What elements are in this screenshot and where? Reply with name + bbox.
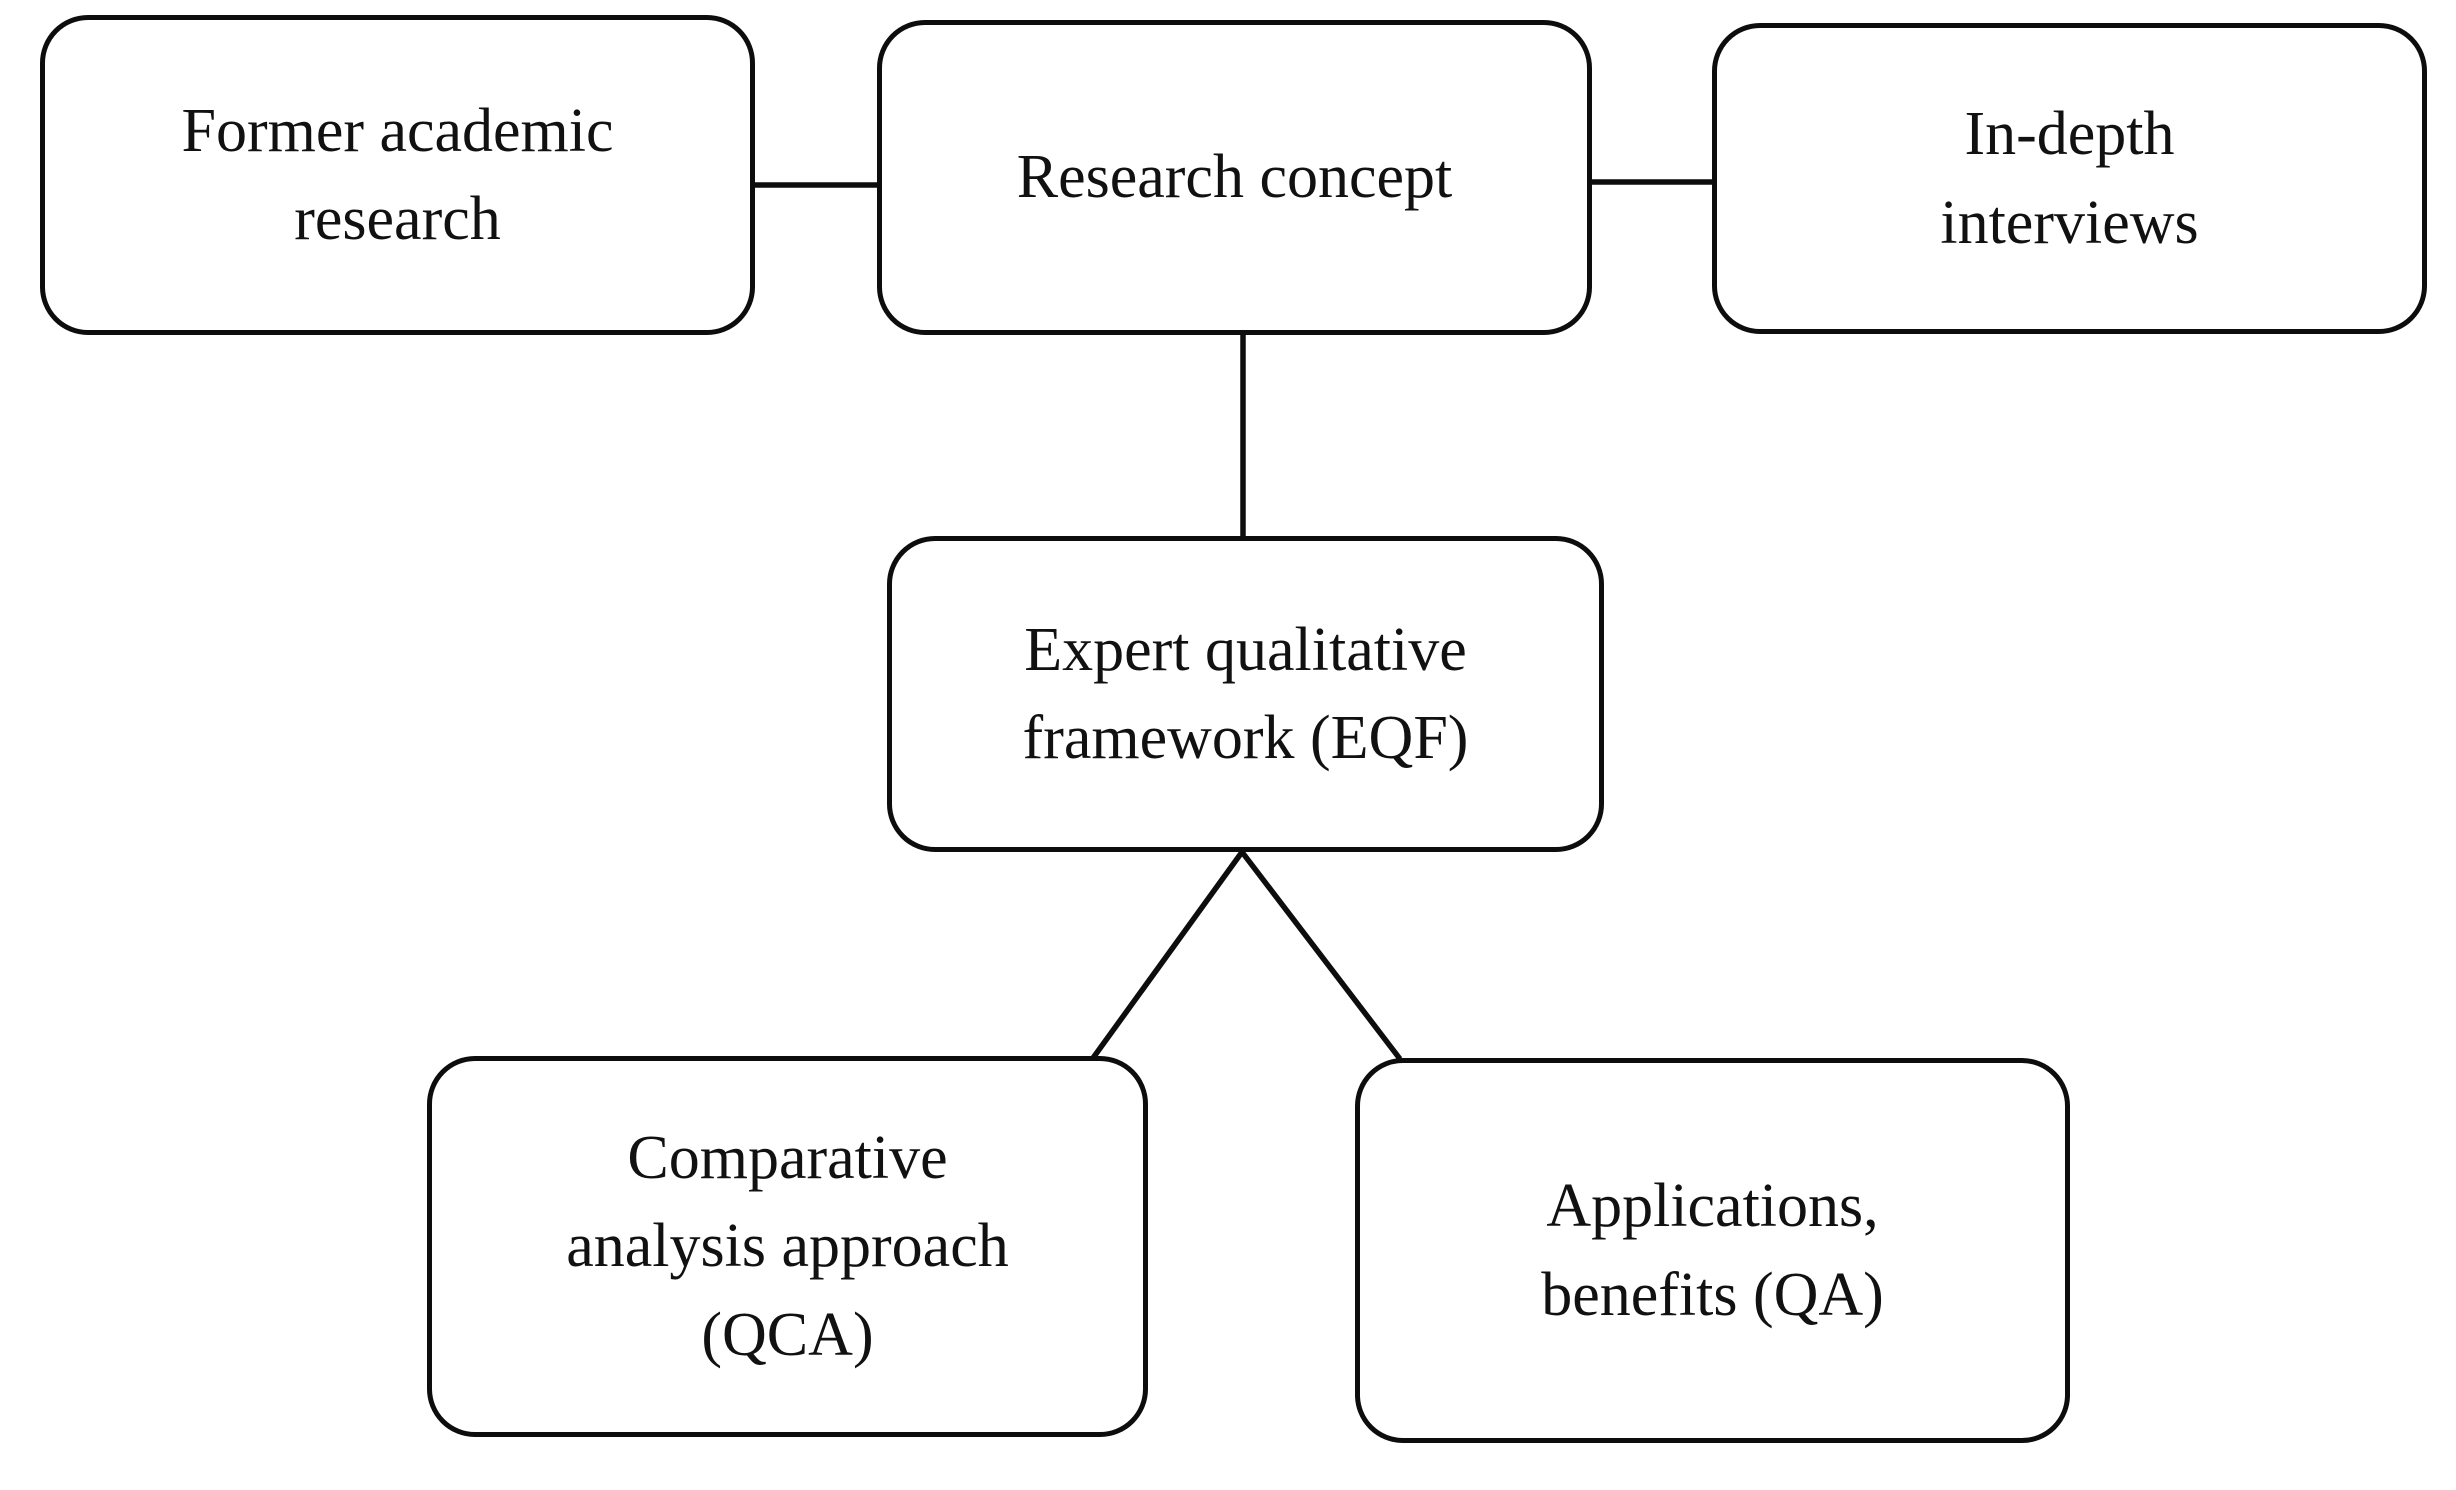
node-in-depth-interviews: In-depth interviews — [1712, 23, 2427, 334]
node-label-in-depth-interviews: In-depth interviews — [1940, 100, 2199, 257]
node-expert-qualitative-framework: Expert qualitative framework (EQF) — [887, 536, 1604, 852]
node-former-academic-research: Former academic research — [40, 15, 755, 335]
node-label-research-concept: Research concept — [1016, 143, 1453, 212]
node-applications-benefits: Applications, benefits (QA) — [1355, 1058, 2070, 1443]
node-research-concept: Research concept — [877, 20, 1592, 335]
node-comparative-analysis-approach: Comparative analysis approach (QCA) — [427, 1056, 1148, 1437]
edge-eqf-to-qa — [1239, 850, 1403, 1061]
node-label-former-academic-research: Former academic research — [181, 96, 614, 253]
edge-eqf-to-qca — [1090, 850, 1245, 1060]
node-label-expert-qualitative-framework: Expert qualitative framework (EQF) — [1022, 615, 1469, 772]
node-label-applications-benefits: Applications, benefits (QA) — [1541, 1172, 1884, 1329]
node-label-comparative-analysis-approach: Comparative analysis approach (QCA) — [566, 1124, 1009, 1369]
